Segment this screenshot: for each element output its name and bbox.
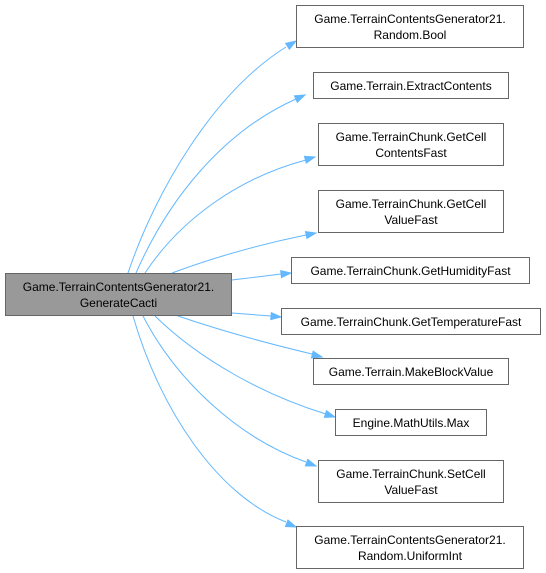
node-bool-line-1: Game.TerrainContentsGenerator21. bbox=[314, 11, 506, 26]
edge-to-uniformint bbox=[132, 315, 287, 523]
edge-to-setcellvalue bbox=[142, 315, 307, 463]
node-max-line-1: Engine.MathUtils.Max bbox=[352, 415, 470, 430]
edge-to-temperature bbox=[231, 312, 272, 317]
edge-to-getcellcontents bbox=[144, 159, 307, 274]
edge-to-max bbox=[154, 315, 327, 415]
node-getcellvalue-line-1: Game.TerrainChunk.GetCell bbox=[335, 196, 487, 211]
node-getcellvalue-line-2: ValueFast bbox=[384, 212, 438, 227]
arrowhead-humidity bbox=[280, 270, 293, 279]
node-setcellvalue-line-2: ValueFast bbox=[384, 482, 438, 497]
edge-to-makeblock bbox=[177, 315, 313, 355]
node-bool-line-2: Random.Bool bbox=[373, 27, 447, 42]
node-getcellvalue[interactable]: Game.TerrainChunk.GetCell ValueFast bbox=[318, 190, 504, 233]
node-root-line-1: Game.TerrainContentsGenerator21. bbox=[22, 279, 215, 294]
node-makeblock-line-1: Game.Terrain.MakeBlockValue bbox=[328, 364, 494, 379]
node-extract[interactable]: Game.Terrain.ExtractContents bbox=[313, 72, 509, 99]
arrowhead-getcellcontents bbox=[303, 155, 317, 164]
node-setcellvalue-line-1: Game.TerrainChunk.SetCell bbox=[336, 466, 486, 481]
node-root: Game.TerrainContentsGenerator21. Generat… bbox=[5, 273, 232, 316]
node-humidity[interactable]: Game.TerrainChunk.GetHumidityFast bbox=[291, 257, 530, 284]
arrowhead-bool bbox=[284, 40, 298, 51]
node-max[interactable]: Engine.MathUtils.Max bbox=[335, 409, 487, 436]
edge-to-extract bbox=[135, 98, 297, 274]
node-uniformint-line-2: Random.UniformInt bbox=[357, 548, 463, 563]
node-root-line-2: GenerateCacti bbox=[79, 295, 158, 310]
node-getcellcontents-line-1: Game.TerrainChunk.GetCell bbox=[335, 129, 487, 144]
arrowhead-uniformint bbox=[284, 519, 298, 528]
node-extract-line-1: Game.Terrain.ExtractContents bbox=[330, 78, 492, 93]
node-temperature[interactable]: Game.TerrainChunk.GetTemperatureFast bbox=[281, 308, 541, 335]
node-setcellvalue[interactable]: Game.TerrainChunk.SetCell ValueFast bbox=[318, 460, 504, 503]
node-makeblock[interactable]: Game.Terrain.MakeBlockValue bbox=[313, 358, 509, 385]
edge-to-humidity bbox=[231, 273, 282, 281]
node-humidity-line-1: Game.TerrainChunk.GetHumidityFast bbox=[310, 263, 511, 278]
node-uniformint-line-1: Game.TerrainContentsGenerator21. bbox=[314, 532, 506, 547]
node-bool[interactable]: Game.TerrainContentsGenerator21. Random.… bbox=[296, 5, 524, 48]
arrowhead-setcellvalue bbox=[304, 458, 318, 467]
node-uniformint[interactable]: Game.TerrainContentsGenerator21. Random.… bbox=[296, 526, 524, 569]
node-getcellcontents-line-2: ContentsFast bbox=[375, 145, 447, 160]
node-getcellcontents[interactable]: Game.TerrainChunk.GetCell ContentsFast bbox=[318, 123, 504, 166]
arrowhead-extract bbox=[293, 94, 307, 104]
edge-to-bool bbox=[127, 46, 287, 274]
edge-to-getcellvalue bbox=[171, 234, 307, 274]
arrowhead-makeblock bbox=[310, 350, 324, 359]
arrowhead-max bbox=[323, 409, 337, 418]
arrowhead-temperature bbox=[270, 311, 283, 321]
arrowhead-getcellvalue bbox=[304, 230, 318, 240]
node-temperature-line-1: Game.TerrainChunk.GetTemperatureFast bbox=[300, 314, 522, 329]
